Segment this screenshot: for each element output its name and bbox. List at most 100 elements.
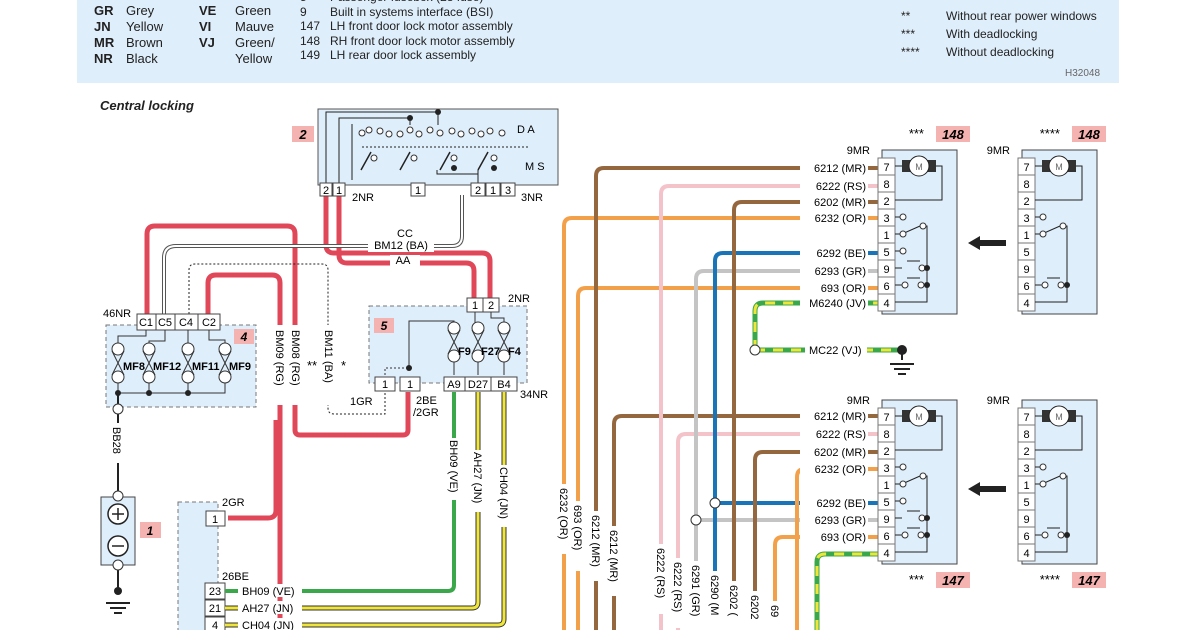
wire-label-bm12: BM12 (BA) bbox=[374, 240, 428, 252]
connector-label: 26BE bbox=[222, 571, 249, 583]
fuse-label: MF11 bbox=[192, 361, 220, 373]
wire-label: 6202 (MR) bbox=[814, 447, 866, 459]
pin: C2 bbox=[202, 317, 216, 329]
pin: 2 bbox=[883, 196, 889, 208]
connector-label: 46NR bbox=[103, 308, 131, 320]
badge-2 bbox=[292, 126, 314, 142]
wire-label-aa: AA bbox=[396, 255, 411, 267]
connector-label: 1GR bbox=[350, 396, 373, 408]
pin: 8 bbox=[883, 179, 889, 191]
badge-4 bbox=[234, 329, 254, 344]
pin: 5 bbox=[1023, 497, 1029, 509]
connector-label: 9MR bbox=[847, 395, 870, 407]
variant-mark: **** bbox=[1040, 126, 1060, 141]
wire-label: 6290 (M bbox=[708, 575, 720, 615]
diagram-reference: H32048 bbox=[1065, 68, 1101, 79]
pin: 1 bbox=[883, 230, 889, 242]
wire-label-bb28: BB28 bbox=[110, 427, 122, 454]
wire-label: 6222 (RS) bbox=[671, 562, 683, 612]
wire-label: 6291 (GR) bbox=[689, 565, 701, 616]
wire-label-cc: CC bbox=[397, 228, 413, 240]
wire-label-bm09: BM09 (RG) bbox=[273, 330, 285, 386]
wire-label: 6212 (MR) bbox=[607, 530, 619, 582]
wire-label: 693 (OR) bbox=[821, 532, 866, 544]
pin: 1 bbox=[415, 185, 421, 197]
pin: 1 bbox=[407, 379, 413, 391]
svg-text:2: 2 bbox=[298, 127, 307, 142]
svg-text:4: 4 bbox=[240, 330, 248, 344]
pin: 1 bbox=[336, 185, 342, 197]
pin: 7 bbox=[883, 412, 889, 424]
connector-label: 3NR bbox=[521, 192, 543, 204]
wire-ah27 bbox=[225, 392, 481, 611]
pin: 4 bbox=[883, 298, 889, 310]
pin: C5 bbox=[158, 317, 172, 329]
wire-label: 6232 (OR) bbox=[557, 488, 569, 539]
pin: 4 bbox=[883, 548, 889, 560]
wire-label: 6202 ( bbox=[727, 585, 739, 617]
pin: 8 bbox=[883, 429, 889, 441]
wire-label: M6240 (JV) bbox=[809, 298, 866, 310]
fuse-label: MF8 bbox=[123, 361, 145, 373]
pin: 4 bbox=[212, 620, 218, 630]
wire-labels-147: 6212 (MR)6222 (RS)6202 (MR)6232 (OR)6292… bbox=[800, 409, 868, 544]
pin: 3 bbox=[883, 213, 889, 225]
pin: 6 bbox=[883, 281, 889, 293]
pin: 21 bbox=[209, 603, 221, 615]
svg-text:147: 147 bbox=[942, 573, 964, 588]
splice-point bbox=[690, 514, 702, 526]
motor-icon bbox=[908, 405, 930, 427]
pin: 2 bbox=[883, 446, 889, 458]
connector-label: 9MR bbox=[847, 145, 870, 157]
wire-label: 6212 (MR) bbox=[814, 163, 866, 175]
pin: 4 bbox=[1023, 298, 1029, 310]
pin: 3 bbox=[1023, 463, 1029, 475]
pin: 8 bbox=[1023, 429, 1029, 441]
pin: 8 bbox=[1023, 179, 1029, 191]
pin: 7 bbox=[1023, 162, 1029, 174]
wire-label-mc22: MC22 (VJ) bbox=[809, 345, 862, 357]
splice-point bbox=[749, 344, 761, 356]
ground-icon bbox=[105, 602, 131, 614]
pin: 4 bbox=[1023, 548, 1029, 560]
fuse-label: F9 bbox=[458, 346, 471, 358]
arrow-left-icon bbox=[968, 482, 1006, 496]
connector-label: 34NR bbox=[520, 389, 548, 401]
component-9-bsi: 2GR 1 26BE 23 21 4 bbox=[177, 497, 249, 630]
mark-double-star: ** bbox=[307, 358, 317, 373]
wire-label-bm08: BM08 (RG) bbox=[289, 330, 301, 386]
arrow-left-icon bbox=[968, 236, 1006, 250]
diagram-title: Central locking bbox=[100, 98, 194, 113]
connector-label: 2BE bbox=[416, 395, 437, 407]
pin: 9 bbox=[883, 514, 889, 526]
wire-label: 6232 (OR) bbox=[815, 213, 866, 225]
pin: 3 bbox=[505, 185, 511, 197]
pin: A9 bbox=[447, 379, 460, 391]
wire-label-bh09: BH09 (VE) bbox=[242, 586, 295, 598]
svg-text:AH27 (JN): AH27 (JN) bbox=[471, 452, 483, 503]
pin: 1 bbox=[1023, 230, 1029, 242]
component-5-passenger-fusebox: 1 2 2NR 5 F9 F27 F4 1 1 A9 D27 B4 34NR 1… bbox=[350, 293, 548, 419]
wire-bh09 bbox=[225, 392, 456, 593]
door-harness-wires bbox=[562, 166, 878, 630]
wire-label: 6293 (GR) bbox=[815, 515, 866, 527]
pin: 9 bbox=[1023, 514, 1029, 526]
wire-label-ch04: CH04 (JN) bbox=[242, 620, 294, 630]
motor-icon bbox=[1048, 405, 1070, 427]
wire-bm09 bbox=[205, 272, 283, 630]
pin: B4 bbox=[497, 379, 510, 391]
note-row: ***With deadlocking bbox=[901, 27, 1038, 41]
badge-147 bbox=[936, 572, 970, 588]
pin: 2 bbox=[475, 185, 481, 197]
variant-mark: **** bbox=[1040, 572, 1060, 587]
